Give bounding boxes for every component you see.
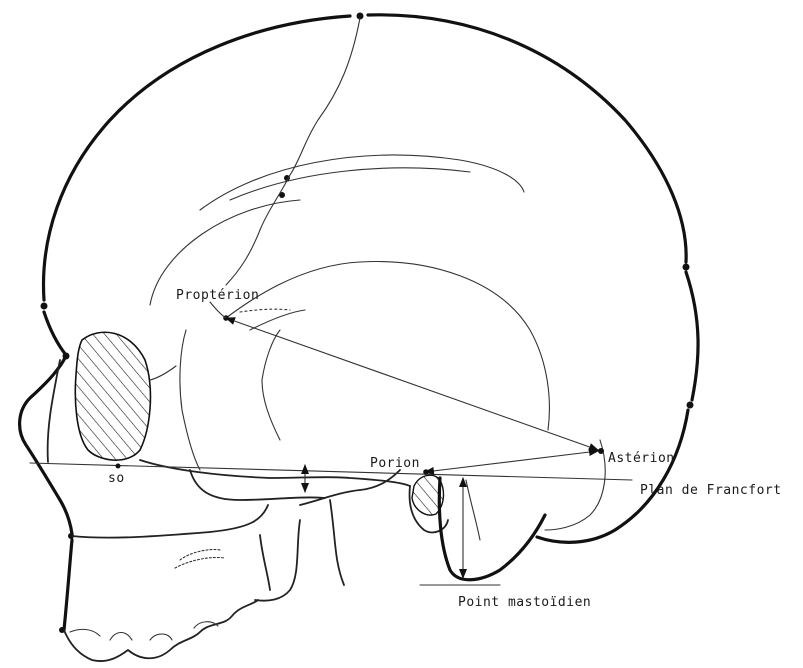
- label-propterion: Proptérion: [176, 288, 259, 303]
- orbit: [75, 332, 150, 460]
- lambda-dot: [683, 264, 690, 271]
- mastoid-process: [439, 478, 545, 580]
- label-so: so: [108, 471, 125, 486]
- maxilla-teeth: [64, 505, 300, 661]
- propterion-leader: [210, 302, 226, 318]
- label-point-mastoidien: Point mastoïdien: [458, 595, 591, 610]
- asterion-point: [598, 448, 604, 454]
- nasion-upper-dot: [41, 303, 48, 310]
- label-porion: Porion: [370, 456, 420, 471]
- label-plan-francfort: Plan de Francfort: [640, 483, 782, 498]
- porion-point: [423, 469, 429, 475]
- label-asterion: Astérion: [608, 451, 675, 466]
- porion-asterion-arrow: [425, 451, 598, 472]
- coronal-suture: [226, 18, 360, 285]
- so-point: [116, 464, 121, 469]
- opisthion-dot: [687, 402, 694, 409]
- propterion-asterion-arrow: [226, 318, 598, 450]
- propterion-dotted: [240, 309, 290, 312]
- temporal-lines: [150, 155, 524, 305]
- face-profile: [20, 356, 72, 630]
